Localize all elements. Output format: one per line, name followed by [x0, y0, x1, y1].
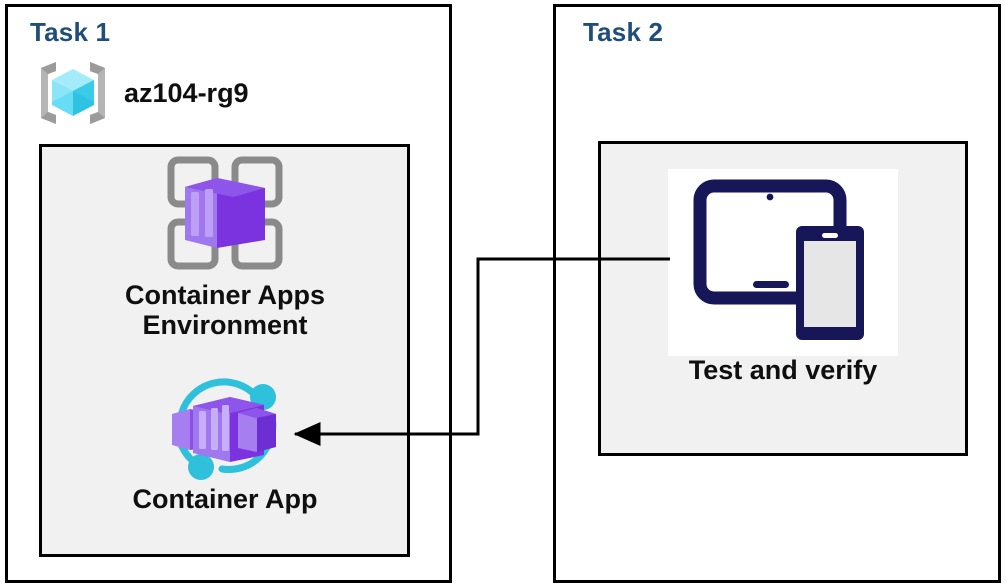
node-test-and-verify: Test and verify: [628, 168, 938, 385]
devices-tablet-phone-icon: [688, 168, 878, 353]
resource-group-icon: [36, 58, 110, 128]
node-container-app: Container App: [60, 372, 390, 514]
resource-group-row: az104-rg9: [36, 58, 249, 128]
node-container-apps-environment: Container Apps Environment: [60, 152, 390, 340]
task-1-label: Task 1: [30, 17, 111, 47]
container-apps-environment-icon: [155, 152, 295, 278]
test-and-verify-label: Test and verify: [688, 355, 878, 385]
container-app-label: Container App: [132, 484, 318, 514]
task-2-label: Task 2: [583, 17, 664, 47]
container-app-icon: [160, 372, 290, 482]
resource-group-name: az104-rg9: [124, 77, 249, 108]
container-apps-environment-label: Container Apps Environment: [124, 280, 325, 341]
